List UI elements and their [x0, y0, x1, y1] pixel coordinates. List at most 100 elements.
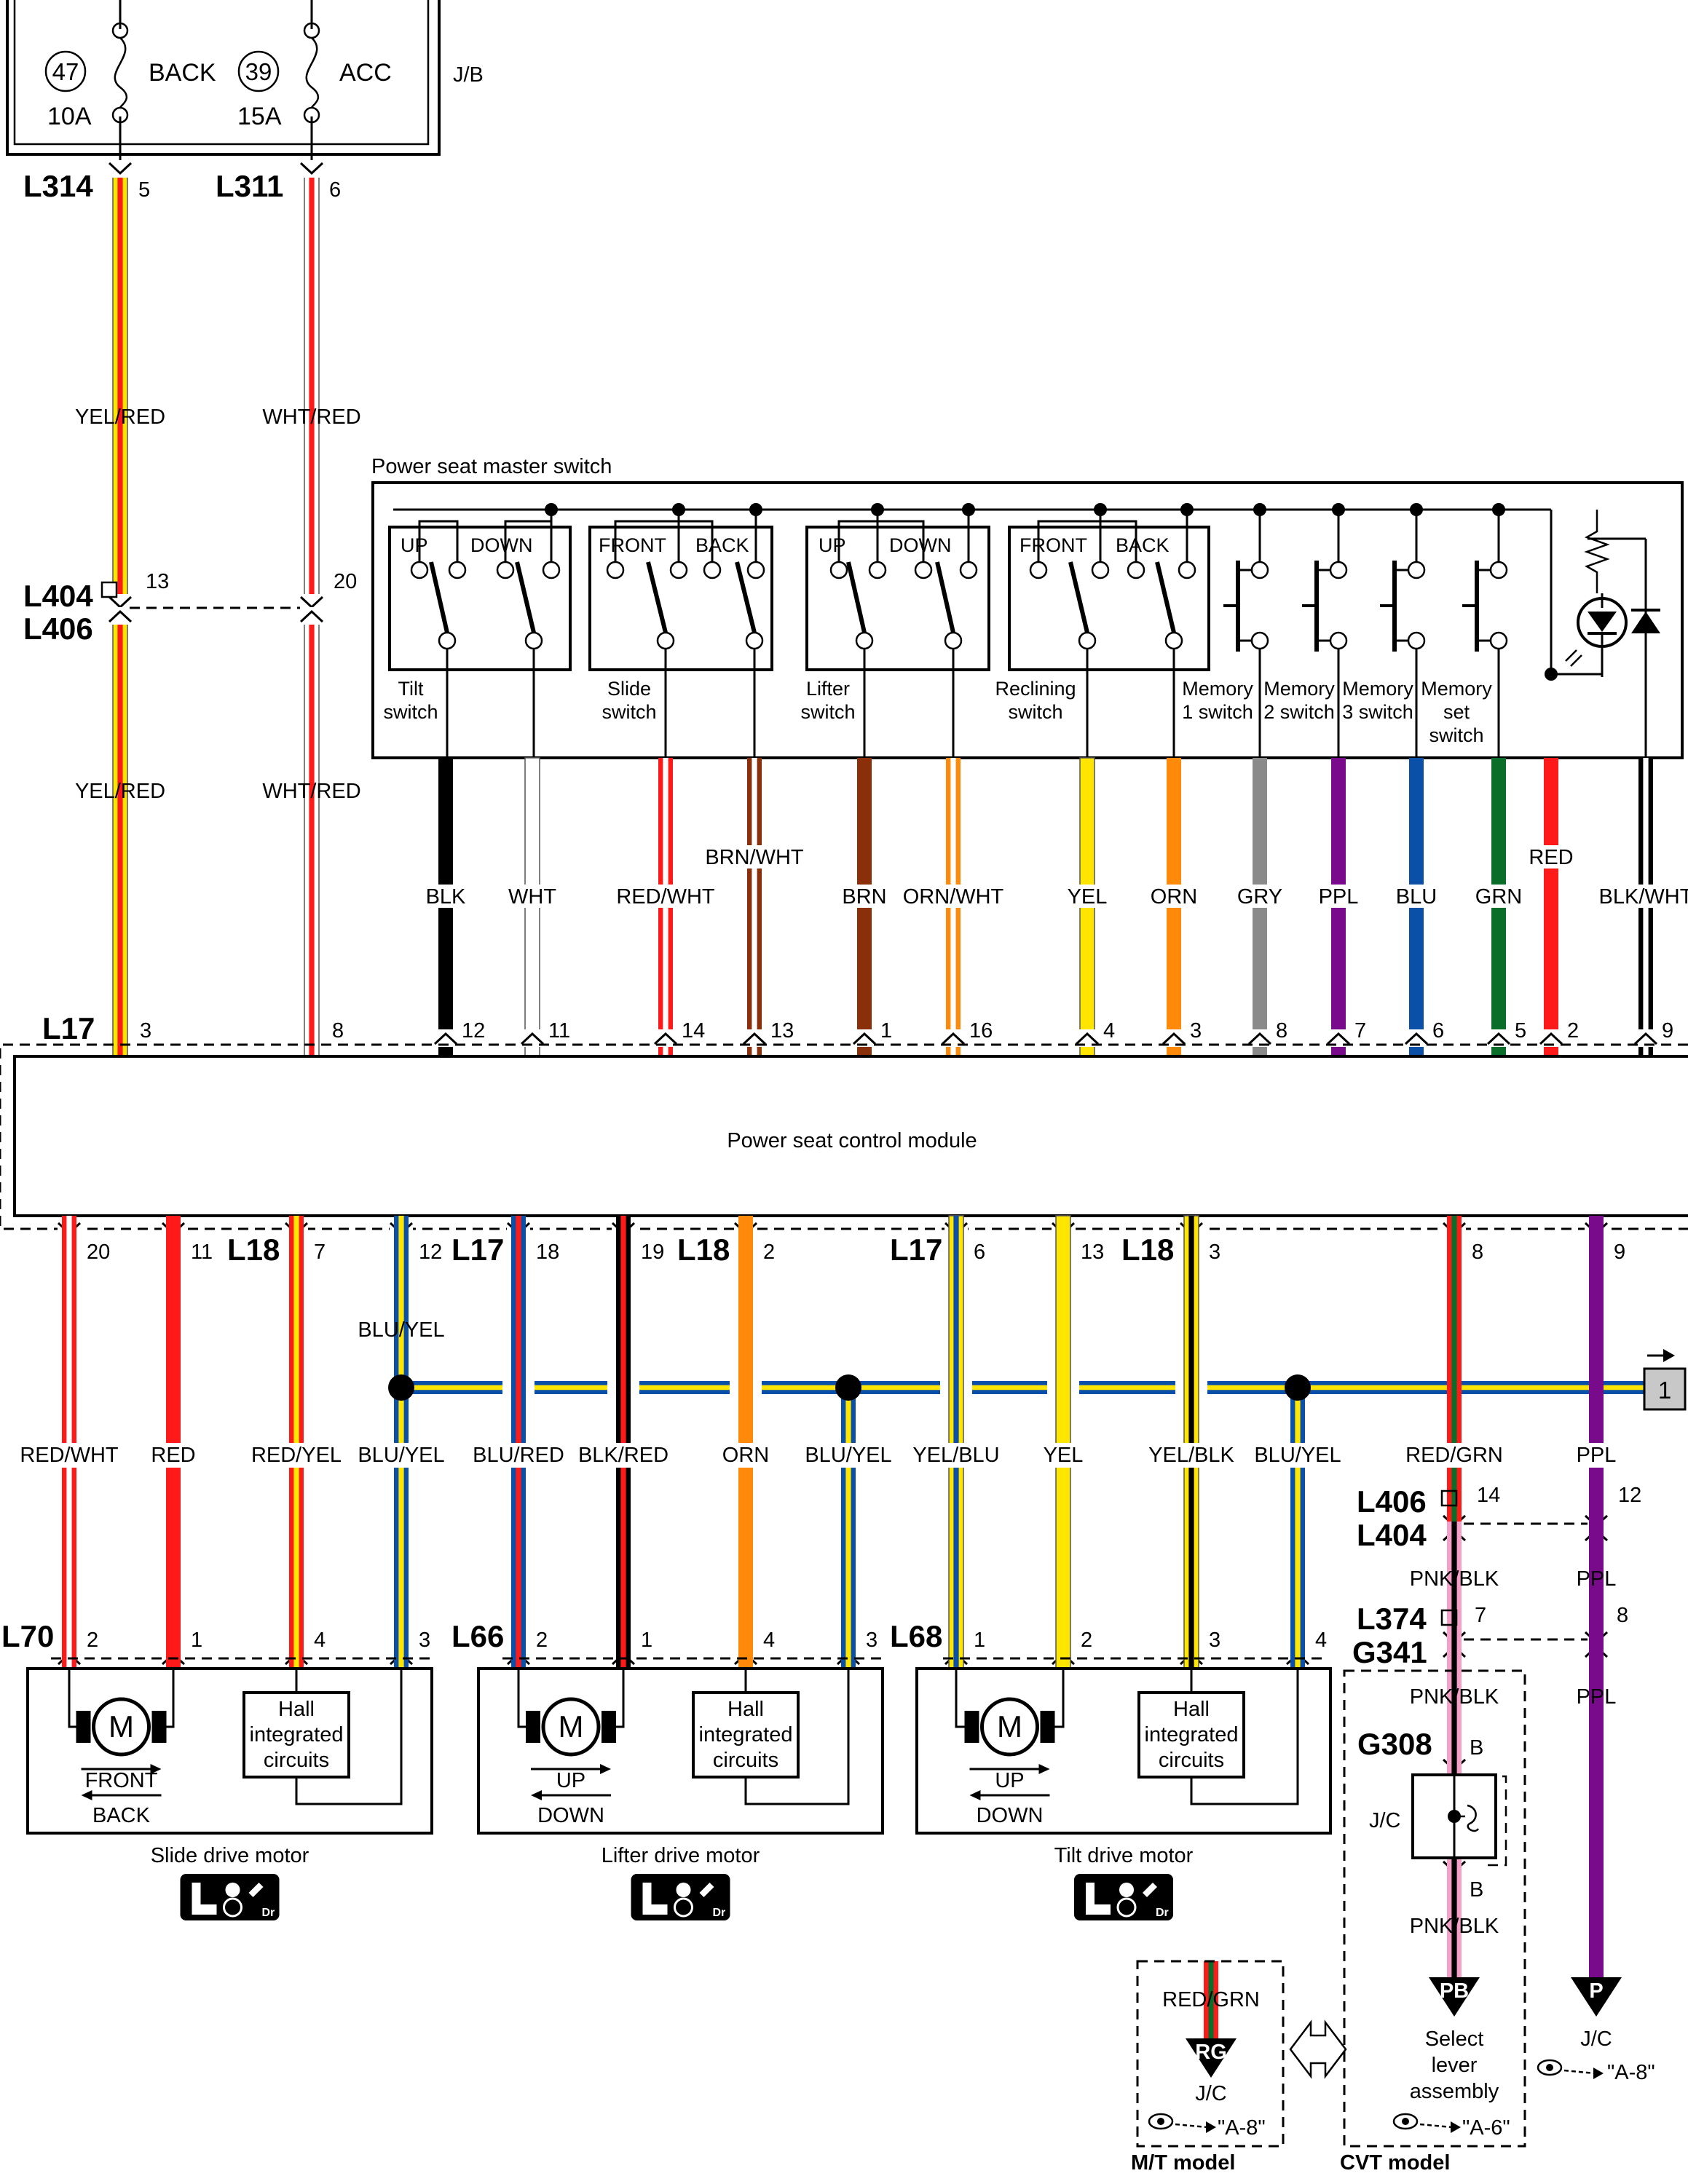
bottom-wire-label-3: RED/YEL	[251, 1444, 342, 1467]
motor-connector-labels: L70 L66 L68	[1, 1619, 1322, 1660]
connector-l311: L311	[216, 169, 283, 203]
connector-l404: L404	[23, 579, 93, 613]
recl-switch-label-2: switch	[1008, 701, 1062, 723]
memory-1-label-2: 1 switch	[1182, 701, 1253, 723]
cvt-model-label: CVT model	[1340, 2151, 1450, 2175]
ref-a6: "A-6"	[1462, 2116, 1510, 2140]
memory-3-label-2: 3 switch	[1342, 701, 1413, 723]
switch-wire-label-14: BLK/WHT	[1599, 885, 1688, 909]
motor-2-pin-4: 4	[763, 1629, 775, 1652]
switch-wire-label-3: RED/WHT	[616, 885, 715, 909]
chevron-top-5	[852, 1029, 877, 1047]
tilt-hall-3: circuits	[1159, 1749, 1224, 1772]
tilt-dr-label: Dr	[1156, 1907, 1169, 1919]
lifter-up-label: UP	[819, 534, 846, 556]
connector-l18-b: L18	[677, 1233, 730, 1267]
switch-pin-4: 13	[770, 1019, 794, 1042]
switch-wire-label-10: PPL	[1319, 885, 1359, 909]
mt-model-label: M/T model	[1131, 2151, 1235, 2175]
lifter-motor-name: Lifter drive motor	[602, 1844, 760, 1867]
module-bottom-pin-8: 8	[1472, 1241, 1483, 1264]
bus-blu-yel-horizontal	[401, 1381, 1644, 1394]
ref-1-number: 1	[1658, 1377, 1671, 1404]
switch-pin-14: 9	[1662, 1019, 1673, 1042]
junction-block: 47 BACK 10A 39 ACC 15A J/B	[6, 0, 484, 162]
wire-label-ppl-1: PPL	[1577, 1567, 1617, 1591]
slide-hall-3: circuits	[264, 1749, 329, 1772]
connector-l374: L374	[1357, 1602, 1427, 1636]
wire-label-pnkblk-3: PNK/BLK	[1410, 1915, 1499, 1938]
led-illumination-icon	[1545, 510, 1660, 757]
module-bottom-pin-11: 11	[191, 1241, 213, 1264]
bottom-wire-label-1: RED/WHT	[20, 1444, 119, 1467]
l17-pin-3: 3	[140, 1019, 151, 1042]
switch-pin-13: 2	[1567, 1019, 1579, 1042]
chevron-l311	[299, 160, 324, 178]
slide-hall-2: integrated	[250, 1723, 344, 1746]
rg-ground-label: RG	[1195, 2041, 1227, 2064]
fuse-47-name: BACK	[149, 59, 216, 87]
bottom-wire-label-11: YEL/BLK	[1148, 1444, 1234, 1467]
memory-2-label-2: 2 switch	[1263, 701, 1335, 723]
memory-switch-4	[1462, 561, 1508, 758]
switch-pin-1: 12	[462, 1019, 485, 1042]
connector-l18-a: L18	[227, 1233, 280, 1267]
module-bottom-pin-6: 6	[974, 1241, 985, 1264]
memory-switch-2	[1302, 561, 1348, 758]
connector-g341: G341	[1352, 1635, 1427, 1669]
bus-label: BLU/YEL	[358, 1318, 444, 1342]
slide-dir-b: BACK	[92, 1804, 151, 1827]
module-bottom-pin-7: 7	[314, 1241, 326, 1264]
tilt-up-label: UP	[401, 534, 428, 556]
switch-wire-label-6: ORN/WHT	[903, 885, 1004, 909]
module-bottom-pin-2: 2	[763, 1241, 775, 1264]
bottom-wire-label-10: YEL	[1044, 1444, 1084, 1467]
l374-pin-7: 7	[1475, 1604, 1486, 1627]
tilt-hall-2: integrated	[1145, 1723, 1239, 1746]
wire-label-yelred-1: YEL/RED	[75, 405, 165, 429]
motor-1-pin-2: 2	[87, 1629, 98, 1652]
lifter-switch-label-2: switch	[800, 701, 855, 723]
chevron-l404-b	[108, 607, 133, 625]
switch-wire-label-1: BLK	[426, 885, 466, 909]
master-switch-title: Power seat master switch	[371, 455, 612, 478]
jc-label-mt: J/C	[1195, 2082, 1227, 2105]
slide-driver-seat-icon: Dr	[180, 1874, 280, 1920]
tilt-down-label: DOWN	[470, 534, 532, 556]
memory-2-label-1: Memory	[1263, 678, 1335, 700]
memory-1-label-1: Memory	[1182, 678, 1253, 700]
jc-label-a8: J/C	[1580, 2027, 1612, 2051]
memory-switch-3	[1380, 561, 1426, 758]
memory-switch-1	[1223, 561, 1269, 758]
lifter-dir-b: DOWN	[537, 1804, 604, 1827]
eye-icon-a6	[1392, 2113, 1461, 2133]
module-bottom-pin-18: 18	[536, 1241, 559, 1264]
slide-motor-m: M	[109, 1709, 134, 1744]
lifter-dir-a: UP	[556, 1769, 585, 1792]
bottom-wire-label-7: ORN	[722, 1444, 769, 1467]
connector-l404-pin-13: 13	[146, 570, 169, 593]
splice-dot-3	[1285, 1374, 1311, 1401]
wire-label-redgrn-mt: RED/GRN	[1162, 1988, 1260, 2011]
select-lever-label-1: Select	[1425, 2027, 1484, 2051]
connector-l18-c: L18	[1121, 1233, 1174, 1267]
bottom-wire-label-13: RED/GRN	[1405, 1444, 1503, 1467]
motor-3-pin-1: 1	[974, 1629, 985, 1652]
tilt-motor-name: Tilt drive motor	[1054, 1844, 1194, 1867]
tilt-driver-seat-icon: Dr	[1074, 1874, 1173, 1920]
motor-1-pin-4: 4	[314, 1629, 326, 1652]
module-bottom-pin-9: 9	[1614, 1241, 1625, 1264]
wire-label-yelred-2: YEL/RED	[75, 780, 165, 803]
connector-l406: L406	[23, 612, 93, 646]
recl-front-label: FRONT	[1019, 534, 1087, 556]
connector-l404-pin-20: 20	[334, 570, 357, 593]
switch-pin-5: 1	[880, 1019, 892, 1042]
bottom-wire-14	[1589, 1216, 1604, 1522]
switch-wire-label-5: BRN	[842, 885, 886, 909]
slide-switch-label-1: Slide	[607, 678, 651, 700]
memory-set-label-1: Memory	[1421, 678, 1492, 700]
module-bottom-pin-13: 13	[1081, 1241, 1104, 1264]
l17-pin-8: 8	[332, 1019, 344, 1042]
wire-label-ppl-2: PPL	[1577, 1685, 1617, 1709]
